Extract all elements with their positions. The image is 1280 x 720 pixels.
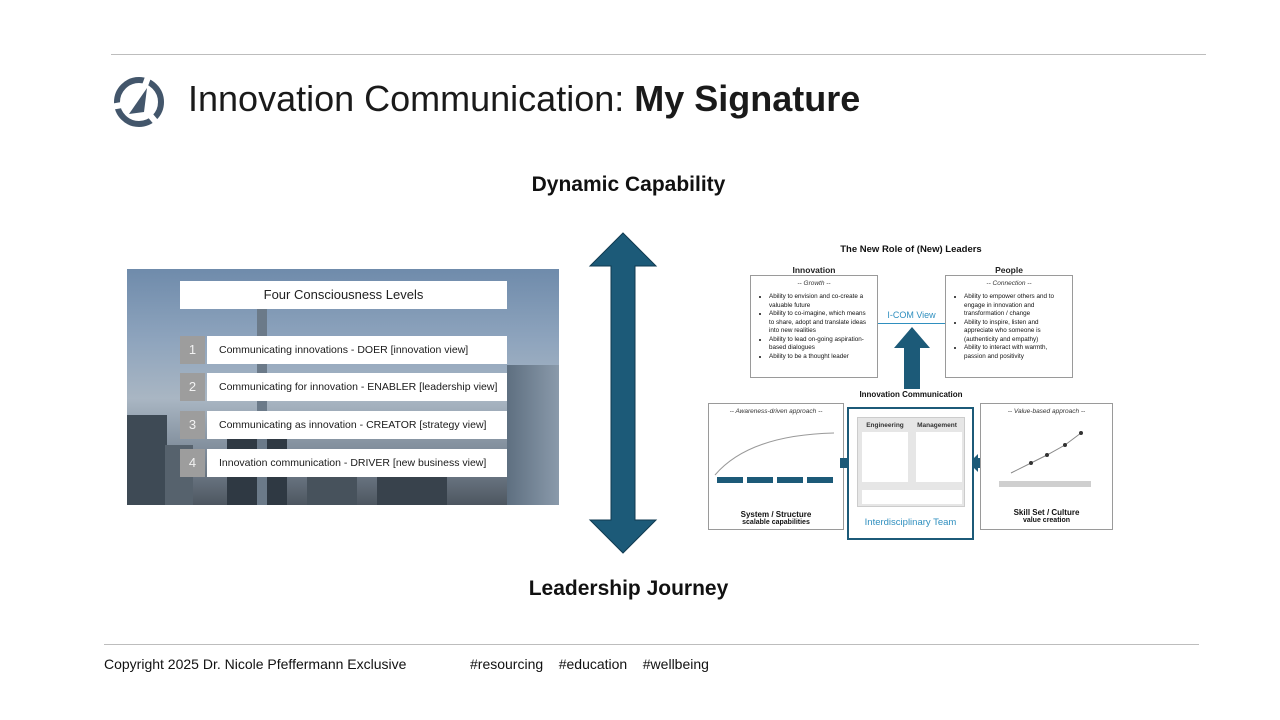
engineering-column (862, 432, 908, 482)
background-building (507, 365, 559, 505)
list-item: Ability to be a thought leader (769, 353, 871, 362)
level-text: Communicating as innovation - CREATOR [s… (207, 411, 507, 439)
list-item: Ability to envision and co-create a valu… (769, 293, 871, 310)
caption-dynamic-capability: Dynamic Capability (531, 173, 726, 196)
level-number: 4 (180, 449, 205, 477)
awareness-steps-graphic (714, 432, 835, 483)
background-tower (257, 305, 267, 505)
system-structure-box: -- Awareness-driven approach -- System /… (708, 403, 844, 530)
management-column (916, 432, 962, 482)
right-caption-title: Skill Set / Culture (1013, 508, 1080, 517)
level-text: Innovation communication - DRIVER [new b… (207, 449, 507, 477)
value-label: -- Value-based approach -- (1007, 408, 1086, 415)
level-text: Communicating innovations - DOER [innova… (207, 336, 507, 364)
team-columns: Engineering Management (857, 417, 965, 507)
right-caption-subtitle: value creation (1022, 517, 1071, 524)
list-item: Ability to empower others and to engage … (964, 293, 1066, 319)
awareness-label: -- Awareness-driven approach -- (729, 408, 823, 415)
bottom-divider (104, 644, 1199, 645)
people-heading: People (995, 265, 1023, 275)
caption-leadership-journey: Leadership Journey (528, 577, 729, 600)
people-box: -- Connection -- Ability to empower othe… (945, 275, 1073, 378)
double-arrow-icon (588, 232, 658, 554)
icom-view-label: I-COM View (887, 310, 936, 320)
icom-connector (878, 323, 945, 324)
center-caption: Interdisciplinary Team (864, 517, 957, 528)
consciousness-levels-panel: Four Consciousness Levels 1 Communicatin… (127, 269, 559, 505)
list-item: Ability to co-imagine, which means to sh… (769, 310, 871, 336)
team-base-row (862, 490, 962, 504)
top-divider (111, 54, 1206, 55)
diagram-title: The New Role of (New) Leaders (840, 244, 982, 255)
interdisciplinary-team-box: Engineering Management Interdisciplinary… (847, 407, 974, 540)
left-caption-title: System / Structure (740, 510, 812, 519)
up-arrow-icon (894, 327, 930, 389)
level-number: 2 (180, 373, 205, 401)
level-text: Communicating for innovation - ENABLER [… (207, 373, 507, 401)
list-item: Ability to interact with warmth, passion… (964, 344, 1066, 361)
footer-copyright: Copyright 2025 Dr. Nicole Pfeffermann Ex… (104, 656, 407, 672)
engineering-label: Engineering (866, 422, 904, 429)
list-item: Ability to inspire, listen and appreciat… (964, 319, 1066, 345)
skill-set-culture-box: -- Value-based approach -- Skill Set / C… (980, 403, 1113, 530)
people-subheading: -- Connection -- (986, 280, 1032, 287)
levels-title: Four Consciousness Levels (180, 281, 507, 309)
compass-logo-icon (112, 76, 164, 127)
page-title: Innovation Communication: My Signature (188, 78, 860, 120)
background-building (127, 415, 167, 505)
left-caption-subtitle: scalable capabilities (742, 519, 810, 526)
management-label: Management (917, 422, 957, 429)
new-role-of-leaders-diagram: The New Role of (New) Leaders Innovation… (706, 240, 1116, 550)
innovation-box: -- Growth -- Ability to envision and co-… (750, 275, 878, 378)
innovation-subheading: -- Growth -- (797, 280, 831, 287)
innovation-heading: Innovation (792, 265, 836, 275)
footer-tags: #resourcing #education #wellbeing (470, 656, 709, 672)
title-regular: Innovation Communication: (188, 78, 635, 119)
innovation-communication-label: Innovation Communication (859, 390, 963, 399)
level-number: 3 (180, 411, 205, 439)
value-steps-graphic (999, 431, 1091, 487)
title-bold: My Signature (634, 78, 861, 119)
list-item: Ability to lead on-going aspiration-base… (769, 336, 871, 353)
level-number: 1 (180, 336, 205, 364)
